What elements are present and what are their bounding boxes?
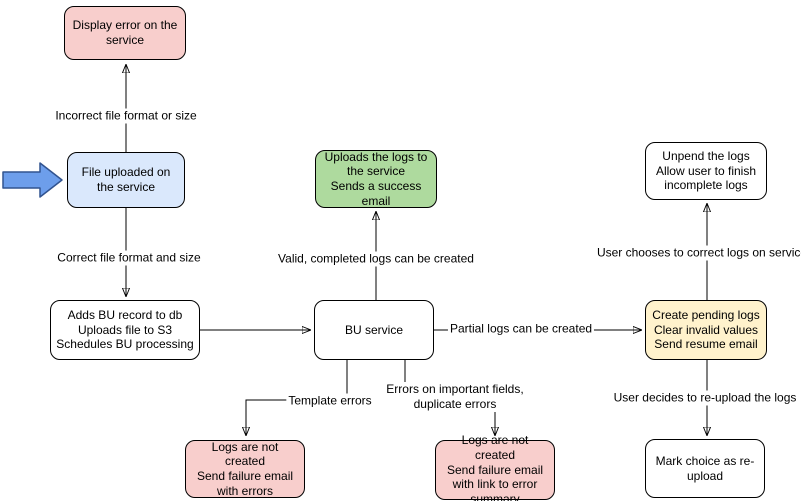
node-display-error: Display error on the service	[64, 6, 186, 60]
label-valid-logs: Valid, completed logs can be created	[276, 251, 476, 267]
node-bu-service-label: BU service	[344, 322, 403, 337]
node-logs-not-created-summary: Logs are not created Send failure email …	[435, 433, 555, 501]
node-mark-choice-reupload-label: Mark choice as re-upload	[655, 453, 755, 483]
node-create-pending-logs: Create pending logs Clear invalid values…	[645, 300, 767, 360]
node-adds-bu-record: Adds BU record to db Uploads file to S3 …	[50, 300, 200, 360]
label-template-errors: Template errors	[286, 393, 374, 409]
node-unpend-logs: Unpend the logs Allow user to finish inc…	[645, 142, 767, 200]
node-bu-service: BU service	[314, 300, 434, 360]
label-user-decides: User decides to re-upload the logs	[611, 390, 799, 406]
node-create-pending-logs-label: Create pending logs Clear invalid values…	[652, 308, 760, 352]
node-logs-not-created-errors: Logs are not created Send failure email …	[185, 440, 305, 498]
entry-arrow-icon	[2, 162, 63, 198]
label-partial-logs: Partial logs can be created	[447, 321, 595, 337]
node-uploads-logs-success: Uploads the logs to the service Sends a …	[315, 150, 437, 208]
node-uploads-logs-success-label: Uploads the logs to the service Sends a …	[324, 149, 428, 208]
node-unpend-logs-label: Unpend the logs Allow user to finish inc…	[655, 149, 757, 193]
node-mark-choice-reupload: Mark choice as re-upload	[645, 439, 765, 498]
node-file-uploaded: File uploaded on the service	[67, 152, 185, 208]
node-adds-bu-record-label: Adds BU record to db Uploads file to S3 …	[56, 308, 194, 352]
node-file-uploaded-label: File uploaded on the service	[81, 165, 171, 194]
label-user-chooses: User chooses to correct logs on service	[594, 245, 801, 261]
label-incorrect-format: Incorrect file format or size	[53, 108, 199, 124]
node-logs-not-created-errors-label: Logs are not created Send failure email …	[196, 439, 294, 498]
node-display-error-label: Display error on the service	[72, 18, 178, 47]
label-field-errors: Errors on important fields, duplicate er…	[384, 382, 526, 412]
node-logs-not-created-summary-label: Logs are not created Send failure email …	[446, 433, 544, 501]
label-correct-format: Correct file format and size	[55, 250, 203, 266]
